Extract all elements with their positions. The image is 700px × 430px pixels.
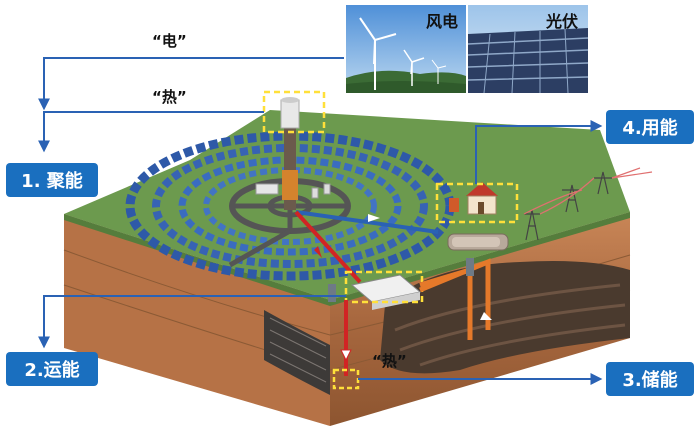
- flow-arrow: [368, 214, 380, 222]
- heat-connector: [38, 111, 264, 153]
- heat-label-top: “热”: [152, 88, 187, 106]
- step-collect-label: 1. 聚能: [6, 163, 98, 197]
- soil-block: [63, 212, 631, 426]
- transport-connector: [38, 295, 346, 349]
- solar-caption: 光伏: [546, 12, 579, 31]
- transmission-towers: [523, 167, 653, 241]
- house: [449, 182, 498, 215]
- solar-tower: [280, 97, 300, 210]
- wind-photo: [346, 5, 466, 93]
- wind-caption: 风电: [426, 12, 459, 31]
- heat-label-underground: “热”: [372, 352, 407, 370]
- step-store-label: 3.储能: [606, 362, 694, 396]
- step-use-label: 4.用能: [606, 110, 694, 144]
- wellhead: [328, 284, 336, 302]
- use-connector: [475, 120, 603, 184]
- electricity-label: “电”: [152, 32, 187, 50]
- electricity-connector: [38, 57, 344, 111]
- electric-line: [295, 210, 439, 234]
- field-structure: [311, 187, 319, 199]
- field-structure: [323, 183, 331, 195]
- wellhead: [466, 258, 474, 276]
- step-transport-label: 2.运能: [6, 352, 98, 386]
- aquifer: [380, 261, 630, 374]
- solar-photo: [467, 5, 589, 94]
- control-building: [255, 183, 279, 195]
- rock-layer: [264, 310, 330, 395]
- generator-unit: [447, 233, 509, 251]
- heat-pipe-down: [294, 210, 362, 284]
